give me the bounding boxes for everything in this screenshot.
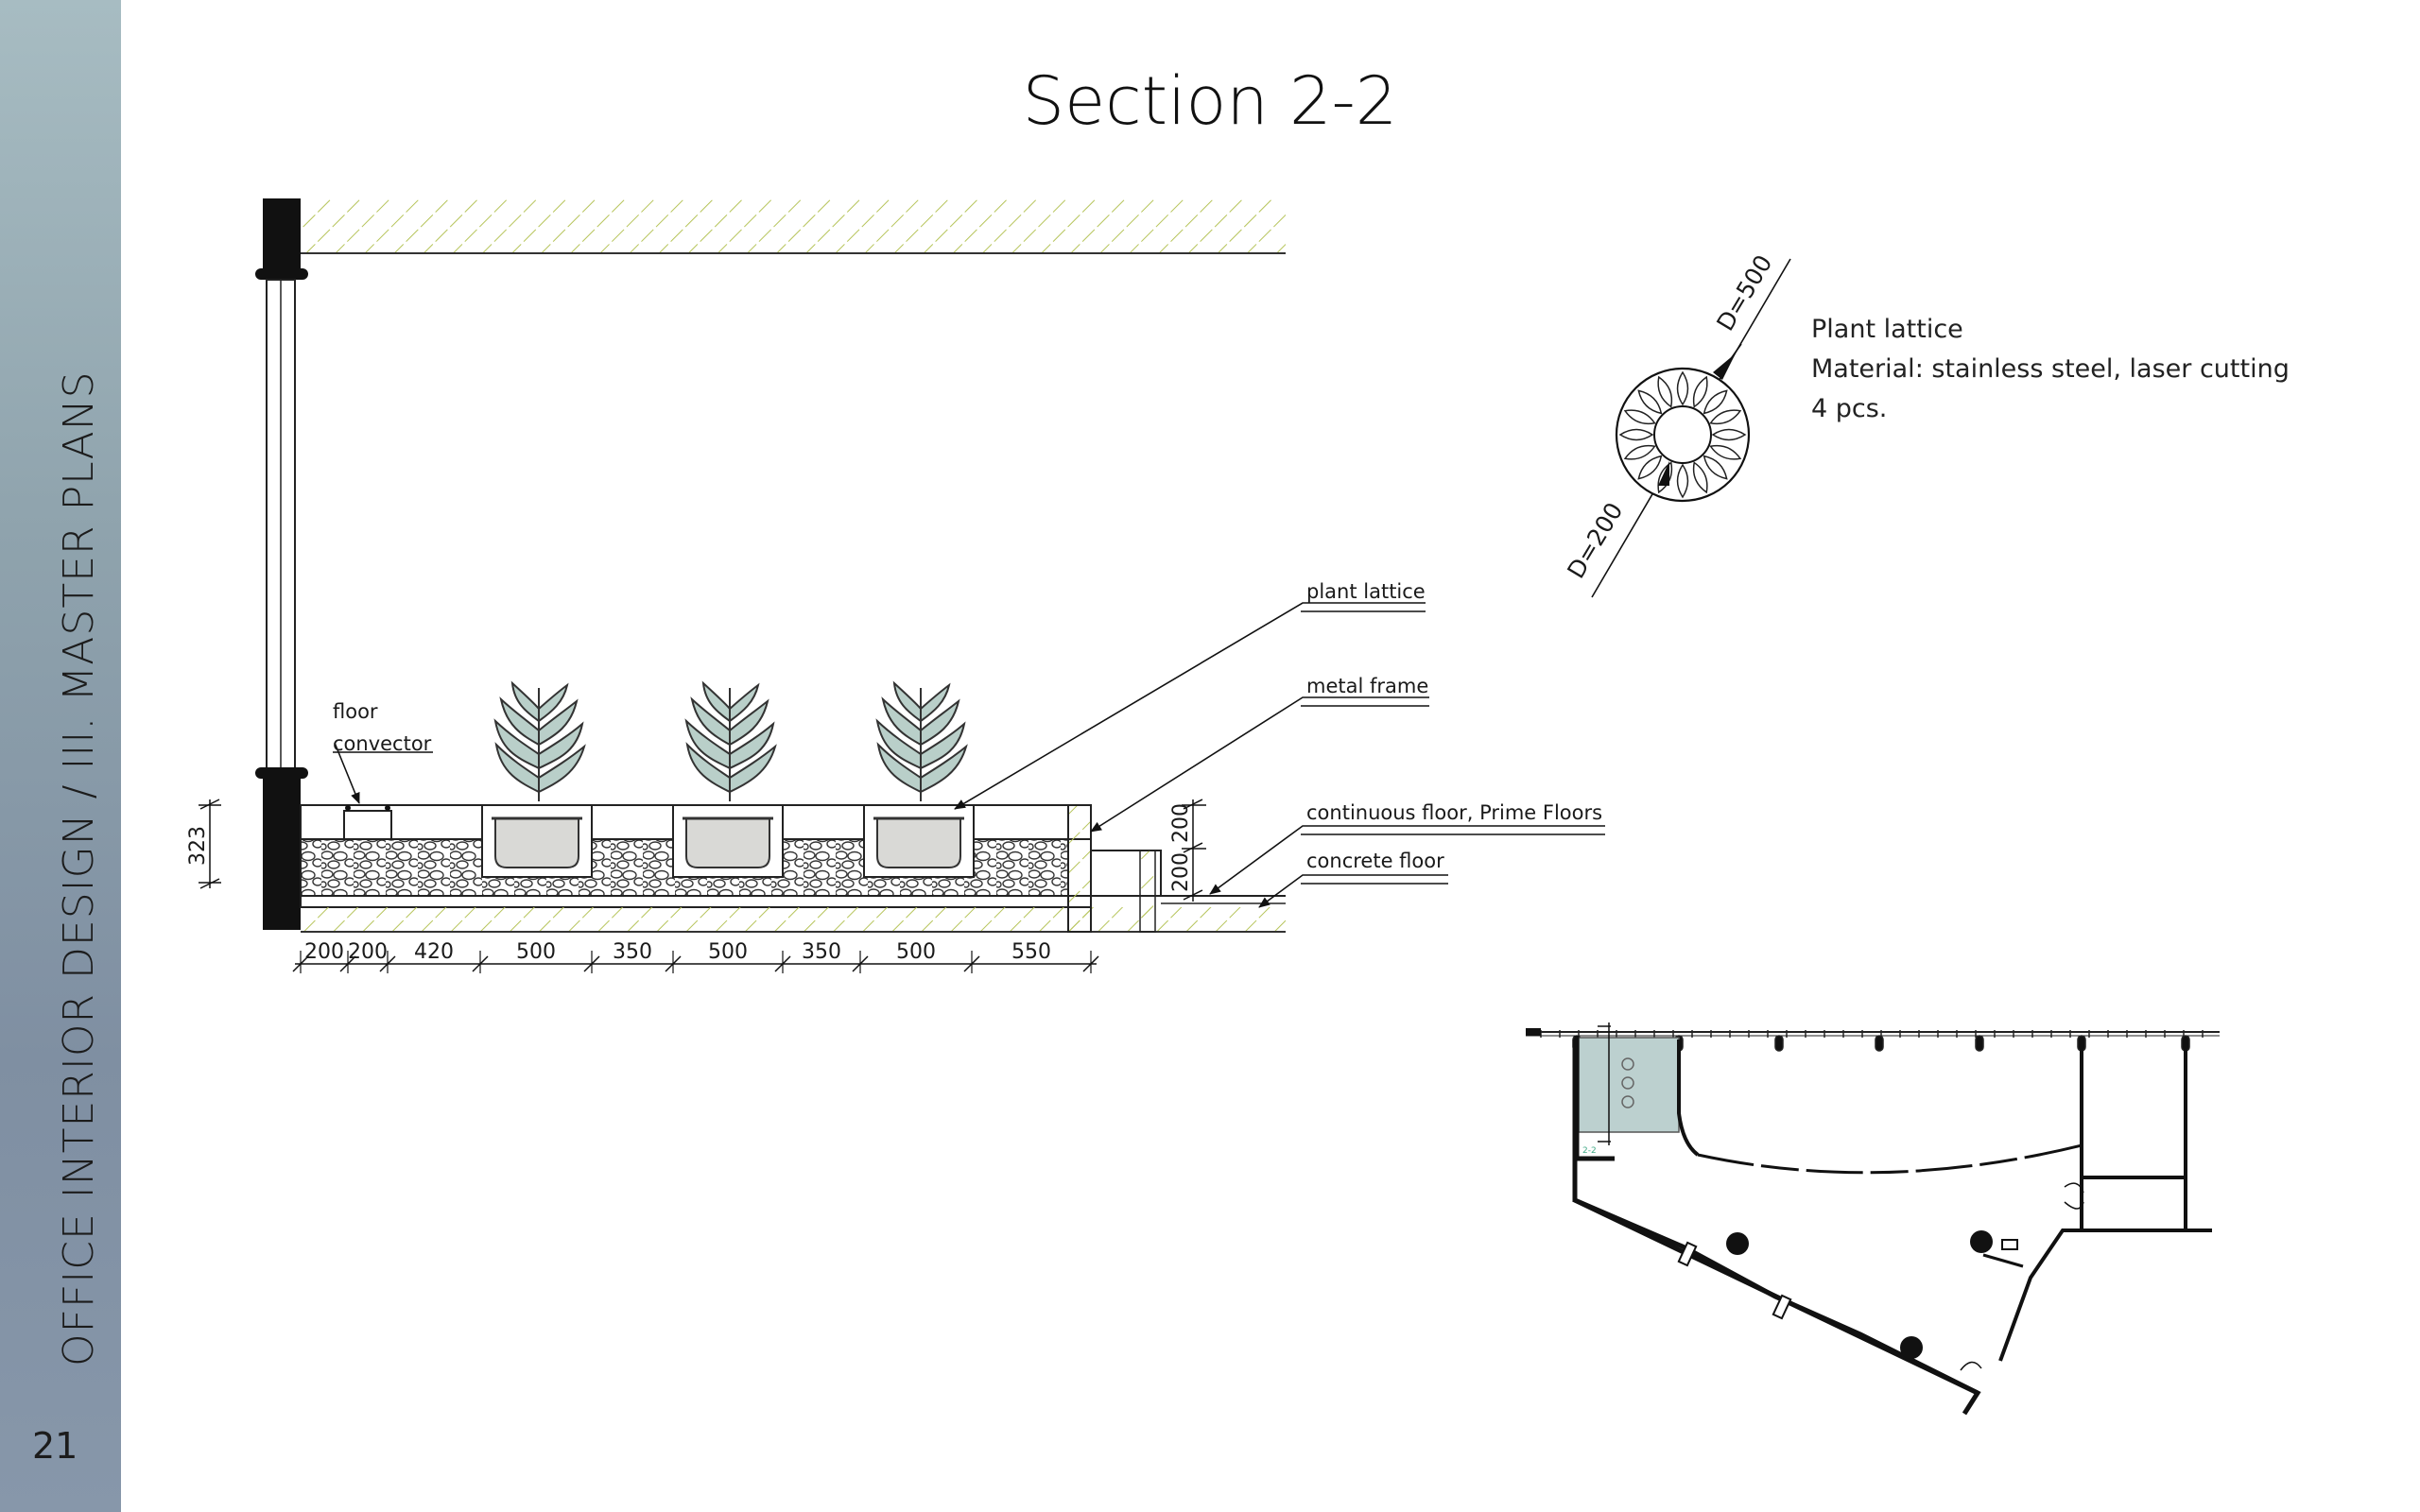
dim-outer-diameter: D=500 (1711, 250, 1777, 335)
dimension-right (1182, 799, 1206, 902)
lattice-petal (1703, 389, 1728, 415)
planter-2 (671, 682, 785, 879)
label-concrete-floor: concrete floor (1306, 850, 1444, 872)
dim-height: 323 (186, 826, 210, 866)
page-number: 21 (32, 1425, 78, 1467)
sidebar: OFFICE INTERIOR DESIGN / III. MASTER PLA… (0, 0, 121, 1512)
lattice-petal (1676, 370, 1689, 406)
lattice-petal (1637, 389, 1663, 415)
lattice-note: Plant lattice Material: stainless steel,… (1811, 310, 2290, 429)
label-plant-lattice: plant lattice (1306, 580, 1426, 603)
label-floor: floor (333, 700, 378, 723)
lattice-petal (1709, 409, 1742, 425)
label-convector: convector (333, 732, 432, 755)
window-wall (255, 198, 308, 930)
lattice-petal (1657, 375, 1673, 408)
dim-bottom-label: 200 (348, 940, 388, 964)
floor-plan: 2-2 (1526, 1022, 2220, 1416)
plan-highlight (1578, 1037, 1680, 1133)
lattice-petal (1623, 444, 1656, 460)
lattice-petal (1703, 455, 1728, 480)
dim-right-top: 200 (1169, 803, 1193, 843)
dim-bottom-label: 350 (802, 940, 841, 964)
note-line-2: Material: stainless steel, laser cutting (1811, 354, 2290, 384)
lattice-petal (1711, 428, 1747, 441)
note-line-1: Plant lattice (1811, 315, 1963, 344)
dim-bottom-label: 500 (516, 940, 556, 964)
label-continuous-floor: continuous floor, Prime Floors (1306, 801, 1602, 824)
lattice-detail (1591, 258, 1791, 598)
ceiling-slab (301, 198, 1286, 254)
leader-lines (333, 602, 1605, 908)
dim-right-bottom: 200 (1169, 852, 1193, 892)
dimension-height (199, 799, 221, 889)
section-labels: plant lattice metal frame continuous flo… (333, 580, 1602, 872)
planter-1 (480, 682, 594, 879)
lattice-petal (1692, 461, 1708, 494)
plan-column (1975, 1035, 1984, 1052)
label-metal-frame: metal frame (1306, 675, 1428, 697)
dim-bottom-label: 500 (708, 940, 748, 964)
note-line-3: 4 pcs. (1811, 394, 1888, 423)
lattice-petal (1623, 409, 1656, 425)
lattice-petal (1676, 463, 1689, 499)
plan-column (1875, 1035, 1884, 1052)
plan-column (1774, 1035, 1784, 1052)
page-title: Section 2-2 (1022, 62, 1398, 140)
lattice-petal (1692, 375, 1708, 408)
lattice-petal (1618, 428, 1654, 441)
plan-marker: 2-2 (1582, 1146, 1597, 1156)
floor-section (300, 804, 1286, 933)
dim-bottom-label: 550 (1011, 940, 1051, 964)
dim-bottom-label: 350 (613, 940, 652, 964)
lattice-petal (1657, 461, 1673, 494)
lattice-petal (1709, 444, 1742, 460)
dim-bottom-label: 420 (414, 940, 454, 964)
lattice-petal (1637, 455, 1663, 480)
dim-bottom-label: 500 (896, 940, 936, 964)
dim-bottom-label: 200 (304, 940, 344, 964)
planter-3 (862, 682, 976, 879)
dim-inner-diameter: D=200 (1562, 498, 1628, 583)
